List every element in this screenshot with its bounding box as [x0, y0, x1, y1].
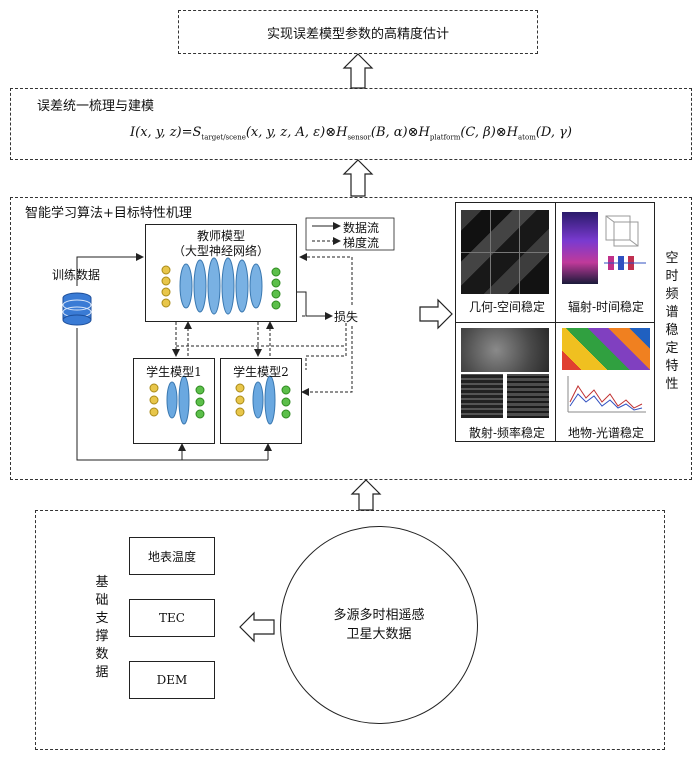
teacher-model-box: 教师模型 （大型神经网络） [145, 224, 297, 322]
up-arrow-model [342, 159, 374, 197]
student-model-2-label: 学生模型2 [233, 365, 289, 379]
formula-h3-args: (D, γ) [535, 125, 572, 140]
foundation-item-tec-label: TEC [159, 611, 185, 625]
gradient-flow-lines [172, 253, 353, 396]
student-2-network [235, 375, 291, 425]
scattering-image [461, 328, 549, 372]
foundation-item-dem-label: DEM [156, 673, 188, 687]
remote-sensing-circle: 多源多时相遥感 卫星大数据 [280, 526, 478, 724]
legend-lines [305, 217, 395, 251]
legend-gradient-flow: 梯度流 [343, 236, 380, 250]
student-model-1-box: 学生模型1 [133, 358, 215, 444]
foundation-item-surface-temp: 地表温度 [129, 537, 215, 575]
circle-text-line2: 卫星大数据 [346, 627, 412, 642]
formula-s-sub: target/scene [201, 133, 246, 142]
legend-data-flow: 数据流 [343, 221, 380, 235]
database-icon [62, 292, 92, 326]
student-model-1-label: 学生模型1 [146, 365, 202, 379]
goal-text: 实现误差模型参数的高精度估计 [266, 26, 449, 42]
teacher-model-title: 教师模型 [196, 229, 245, 243]
training-data-text: 训练数据 [52, 268, 101, 282]
radiometric-diagram [604, 215, 646, 270]
stability-panel-4-label: 地物-光谱稳定 [567, 426, 645, 440]
stability-panel-3-label: 散射-频率稳定 [468, 426, 546, 440]
formula-lhs: I(x, y, z)=S [130, 125, 202, 140]
foundation-box [35, 510, 665, 750]
spectral-curve-image [567, 376, 646, 413]
scattering-image-3 [507, 374, 549, 418]
loss-label: 损失 [334, 310, 359, 324]
foundation-item-dem: DEM [129, 661, 215, 699]
stability-side-label: 空时频谱稳定特性 [665, 251, 679, 392]
formula-h3-sub: atom [518, 133, 536, 142]
up-arrow-goal [342, 53, 374, 89]
geometry-image [461, 210, 549, 294]
formula-h1-args: (B, α)⊗H [370, 125, 430, 140]
mechanism-title: 智能学习算法+目标特性机理 [25, 206, 192, 221]
scattering-image-2 [461, 374, 503, 418]
right-arrow-stability [419, 298, 453, 330]
radiometric-image [562, 212, 598, 284]
foundation-item-tec: TEC [129, 599, 215, 637]
student-model-2-box: 学生模型2 [220, 358, 302, 444]
formula: I(x, y, z)=Starget/scene(x, y, z, A, ε)⊗… [11, 125, 691, 142]
left-arrow-foundation [239, 611, 275, 643]
stability-panel-1-label: 几何-空间稳定 [468, 300, 546, 314]
spectral-map-image [562, 328, 650, 370]
unified-model-title: 误差统一梳理与建模 [37, 99, 155, 114]
foundation-side-label: 基础支撑数据 [95, 575, 109, 680]
teacher-model-subtitle: （大型神经网络） [172, 244, 269, 258]
teacher-network [161, 257, 281, 315]
stability-panel-2-label: 辐射-时间稳定 [567, 300, 645, 314]
circle-text-line1: 多源多时相遥感 [333, 608, 425, 623]
formula-h2-sub: platform [429, 133, 461, 142]
formula-h1-sub: sensor [347, 133, 371, 142]
up-arrow-mechanism [350, 479, 382, 511]
foundation-item-surface-temp-label: 地表温度 [147, 549, 196, 564]
mechanism-box: 智能学习算法+目标特性机理 [10, 197, 692, 480]
student-1-network [149, 375, 205, 425]
formula-h2-args: (C, β)⊗H [460, 125, 518, 140]
formula-s-args: (x, y, z, A, ε)⊗H [245, 125, 348, 140]
